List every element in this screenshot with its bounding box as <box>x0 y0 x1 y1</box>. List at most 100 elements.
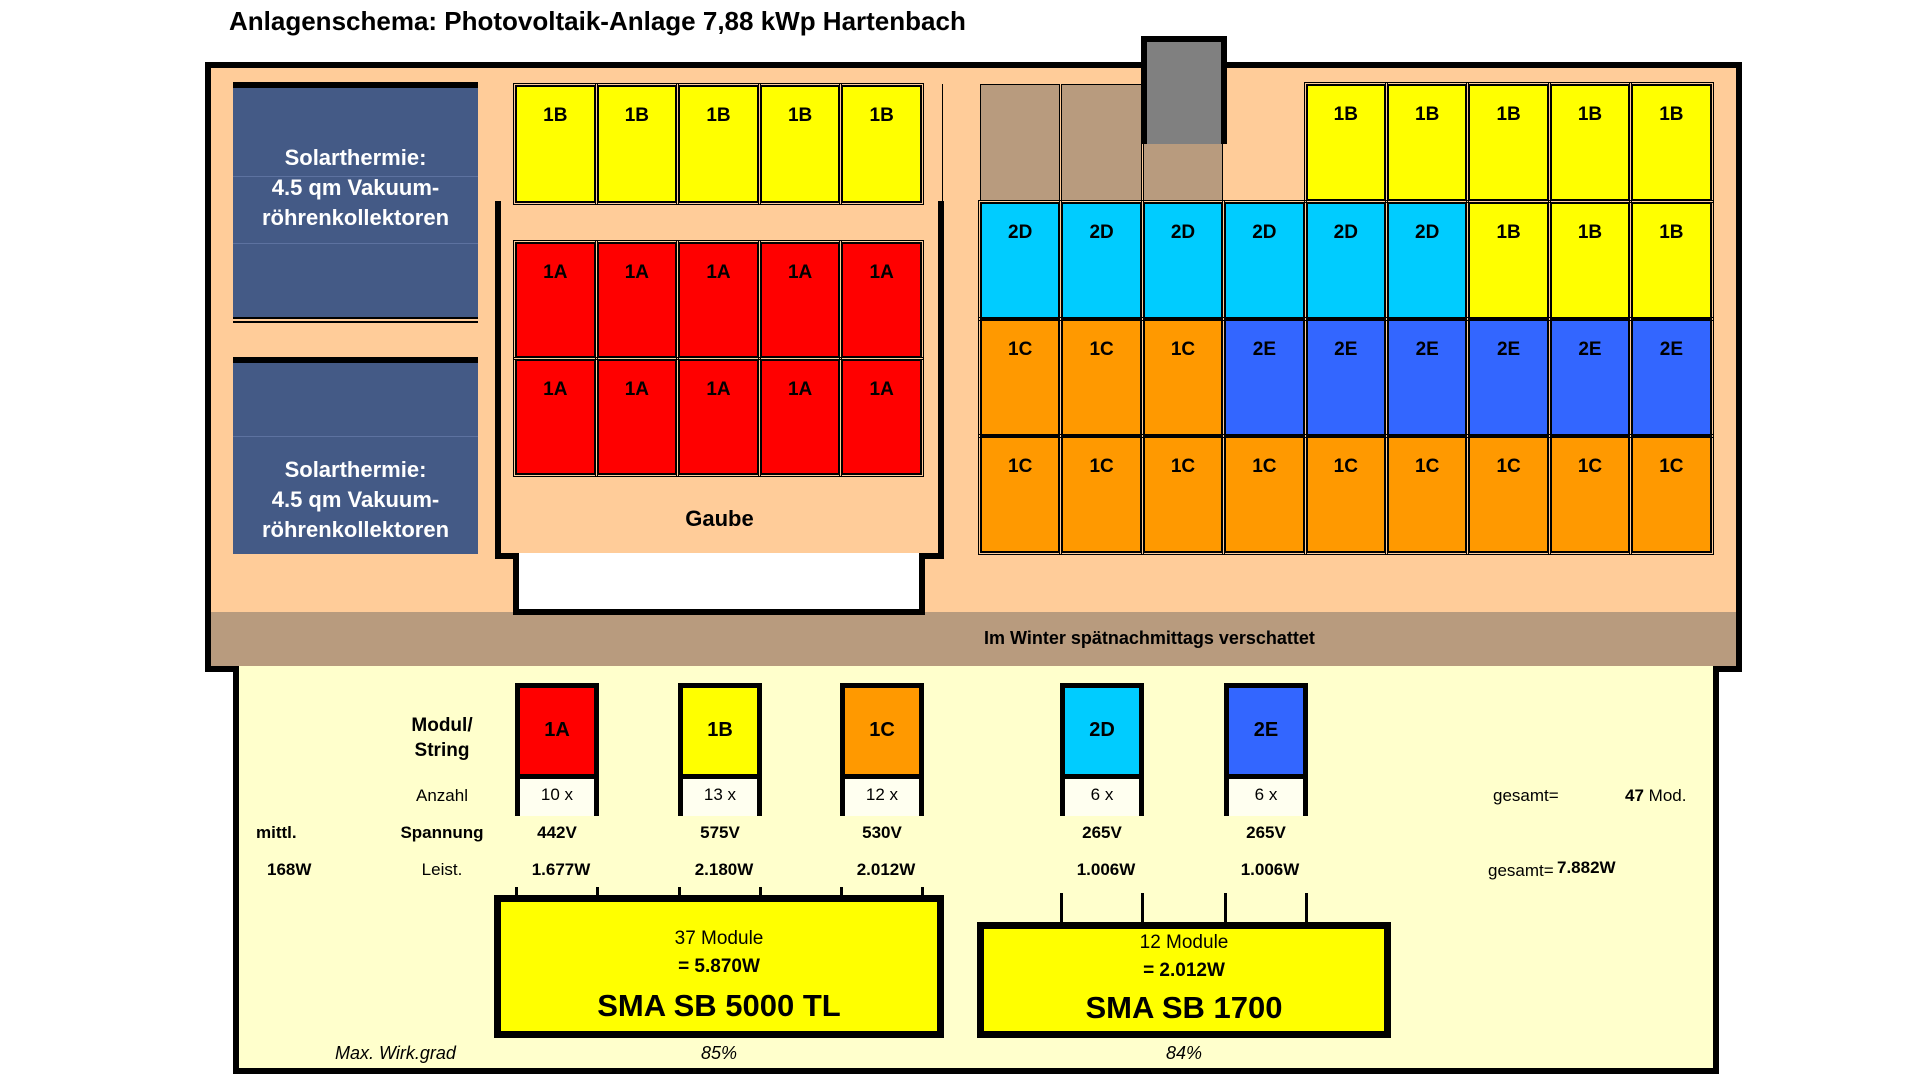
pv-module-2e: 2E <box>1629 317 1714 438</box>
pv-module-1b: 1B <box>1629 82 1714 203</box>
inverter-2: 12 Module = 2.012W SMA SB 1700 <box>977 922 1391 1038</box>
pv-module-1a: 1A <box>594 357 680 477</box>
shaded-roof-area <box>980 84 1061 201</box>
connector-line <box>921 887 924 897</box>
connector-line <box>1305 893 1308 925</box>
solar-thermal-area: 4.5 qm Vakuum- <box>271 487 440 512</box>
connector-line <box>759 887 762 897</box>
solar-thermal-bottom-edge <box>233 317 478 319</box>
legend-count-1a: 10 x <box>515 779 599 816</box>
connector-line <box>678 887 681 897</box>
legend-power-1c: 2.012W <box>856 860 916 879</box>
pv-module-2d: 2D <box>1222 200 1307 321</box>
pv-module-1a: 1A <box>676 240 761 360</box>
inverter-1-efficiency: 85% <box>700 1043 738 1063</box>
page-title: Anlagenschema: Photovoltaik-Anlage 7,88 … <box>229 6 966 36</box>
shadow-band <box>211 612 1736 666</box>
legend-power-2d: 1.006W <box>1076 860 1136 879</box>
inverter-2-efficiency: 84% <box>1165 1043 1203 1063</box>
pv-module-2d: 2D <box>1384 200 1470 321</box>
legend-voltage-2e: 265V <box>1246 823 1286 842</box>
dormer-front-window <box>513 553 925 615</box>
pv-module-2d: 2D <box>1140 200 1226 321</box>
connector-line <box>1141 893 1144 925</box>
voltage-row-label: Spannung <box>400 823 484 842</box>
voltage-row-prefix: mittl. <box>256 823 297 842</box>
dormer-label: Gaube <box>685 506 754 531</box>
pv-module-1b: 1B <box>1466 82 1551 203</box>
pv-module-1c: 1C <box>1059 434 1144 555</box>
total-power-label: gesamt= <box>1488 861 1554 880</box>
inverter-2-model: SMA SB 1700 <box>1085 990 1283 1025</box>
legend-count-2e: 6 x <box>1224 779 1308 816</box>
pv-module-1a: 1A <box>513 357 598 477</box>
shaded-roof-area <box>1061 84 1142 201</box>
efficiency-label: Max. Wirk.grad <box>335 1043 456 1063</box>
pv-module-1c: 1C <box>1222 434 1307 555</box>
total-power-value: 7.882W <box>1557 858 1616 877</box>
solar-thermal-top-edge <box>233 82 478 88</box>
pv-module-1b: 1B <box>1547 200 1633 321</box>
legend-power-1b: 2.180W <box>694 860 754 879</box>
roof-separator-line <box>942 84 943 202</box>
solar-thermal-bottom-edge <box>233 321 478 323</box>
pv-module-1a: 1A <box>757 240 843 360</box>
legend-string-1a: 1A <box>515 683 599 779</box>
pv-module-2e: 2E <box>1547 317 1633 438</box>
solar-thermal-top-edge <box>233 357 478 363</box>
pv-module-1b: 1B <box>594 83 680 205</box>
total-modules-unit: Mod. <box>1648 786 1687 805</box>
pv-module-1a: 1A <box>839 240 924 360</box>
connector-line <box>840 887 843 897</box>
count-row-label: Anzahl <box>416 786 468 805</box>
pv-module-1a: 1A <box>594 240 680 360</box>
pv-module-2e: 2E <box>1466 317 1551 438</box>
solar-thermal-collector-1: Solarthermie: 4.5 qm Vakuum- röhrenkolle… <box>233 88 478 317</box>
pv-module-1c: 1C <box>1140 317 1226 438</box>
pv-module-1c: 1C <box>977 434 1063 555</box>
inverter-1-power: = 5.870W <box>678 956 760 977</box>
legend-voltage-1a: 442V <box>537 823 577 842</box>
pv-module-2d: 2D <box>977 200 1063 321</box>
pv-module-1b: 1B <box>1547 82 1633 203</box>
pv-module-2e: 2E <box>1303 317 1388 438</box>
legend-power-1a: 1.677W <box>531 860 591 879</box>
legend-voltage-2d: 265V <box>1082 823 1122 842</box>
pv-module-1b: 1B <box>676 83 761 205</box>
legend-voltage-1b: 575V <box>700 823 740 842</box>
legend-power-2e: 1.006W <box>1240 860 1300 879</box>
pv-module-2d: 2D <box>1303 200 1388 321</box>
connector-line <box>1060 893 1063 925</box>
solar-thermal-type: röhrenkollektoren <box>261 517 450 542</box>
connector-line <box>596 887 599 897</box>
inverter-1-modules: 37 Module <box>674 928 764 949</box>
power-row-label: Leist. <box>421 860 463 879</box>
legend-string-1b: 1B <box>678 683 762 779</box>
connector-line <box>1224 893 1227 925</box>
pv-module-1c: 1C <box>1466 434 1551 555</box>
pv-module-1b: 1B <box>757 83 843 205</box>
inverter-2-modules: 12 Module <box>1139 932 1229 953</box>
pv-module-1a: 1A <box>676 357 761 477</box>
legend-header-label: Modul/ String <box>411 715 473 761</box>
shadow-note: Im Winter spätnachmittags verschattet <box>984 628 1315 648</box>
legend-count-2d: 6 x <box>1060 779 1144 816</box>
pv-module-1b: 1B <box>1466 200 1551 321</box>
solar-thermal-area: 4.5 qm Vakuum- <box>271 175 440 200</box>
solar-thermal-type: röhrenkollektoren <box>261 205 450 230</box>
legend-voltage-1c: 530V <box>862 823 902 842</box>
legend-panel <box>233 666 1719 1074</box>
connector-line <box>515 887 518 897</box>
average-module-power: 168W <box>267 860 312 879</box>
legend-count-1b: 13 x <box>678 779 762 816</box>
pv-module-1a: 1A <box>757 357 843 477</box>
pv-module-1c: 1C <box>1303 434 1388 555</box>
pv-module-1b: 1B <box>1303 82 1388 203</box>
pv-module-1c: 1C <box>1384 434 1470 555</box>
pv-module-1b: 1B <box>513 83 598 205</box>
solar-thermal-title: Solarthermie: <box>284 145 427 170</box>
pv-module-1a: 1A <box>513 240 598 360</box>
legend-string-2e: 2E <box>1224 683 1308 779</box>
inverter-1: 37 Module = 5.870W SMA SB 5000 TL <box>494 895 944 1038</box>
pv-module-1c: 1C <box>1140 434 1226 555</box>
